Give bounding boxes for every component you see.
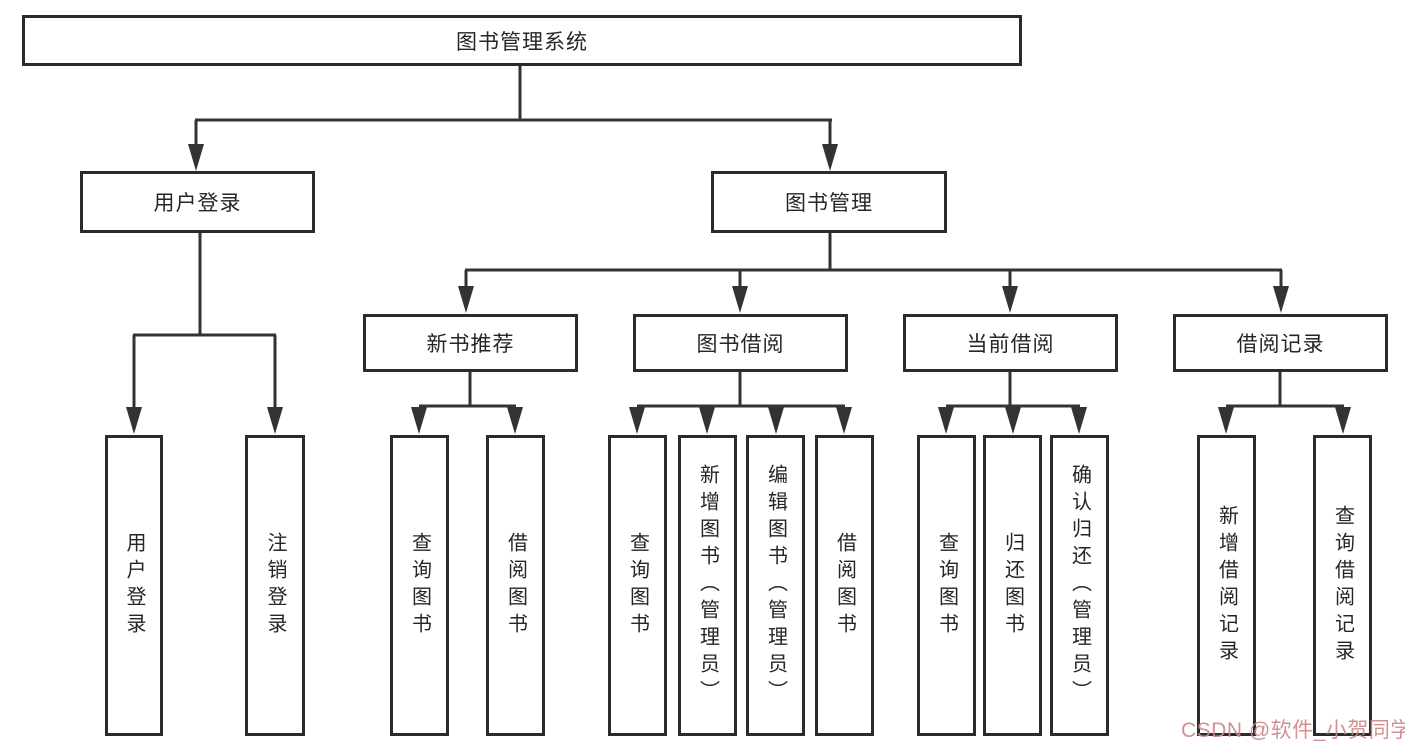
node-label: 图书借阅	[696, 333, 785, 356]
node-label: 借阅图书	[504, 531, 527, 640]
node-book-borrow: 图书借阅	[633, 314, 848, 372]
node-label: 查询图书	[626, 531, 649, 640]
node-label: 查询借阅记录	[1331, 504, 1354, 667]
node-label: 注销登录	[264, 531, 286, 640]
node-label: 新增图书（管理员）	[696, 464, 719, 707]
node-label: 确认归还（管理员）	[1068, 464, 1091, 707]
node-label: 查询图书	[935, 531, 958, 640]
leaf-logout: 注销登录	[245, 435, 305, 736]
node-label: 新增借阅记录	[1215, 504, 1238, 667]
node-label: 借阅图书	[833, 531, 856, 640]
leaf-query-books-3: 查询图书	[917, 435, 976, 736]
leaf-edit-books-admin: 编辑图书（管理员）	[746, 435, 805, 736]
leaf-return-books: 归还图书	[983, 435, 1042, 736]
leaf-confirm-return-admin: 确认归还（管理员）	[1050, 435, 1109, 736]
node-label: 查询图书	[408, 531, 431, 640]
leaf-add-borrow-record: 新增借阅记录	[1197, 435, 1256, 736]
node-new-book-recommend: 新书推荐	[363, 314, 578, 372]
node-label: 用户登录	[153, 192, 242, 215]
node-label: 图书管理	[785, 192, 873, 215]
leaf-query-books-2: 查询图书	[608, 435, 667, 736]
node-label: 新书推荐	[426, 333, 515, 356]
node-user-login: 用户登录	[80, 171, 315, 233]
node-borrow-records: 借阅记录	[1173, 314, 1388, 372]
leaf-query-books-1: 查询图书	[390, 435, 449, 736]
node-label: 用户登录	[123, 531, 145, 640]
leaf-user-login: 用户登录	[105, 435, 163, 736]
leaf-add-books-admin: 新增图书（管理员）	[678, 435, 737, 736]
csdn-watermark: CSDN @软件_小贺同学	[1181, 719, 1405, 742]
node-label: 图书管理系统	[456, 30, 588, 54]
leaf-borrow-books-1: 借阅图书	[486, 435, 545, 736]
leaf-borrow-books-2: 借阅图书	[815, 435, 874, 736]
node-label: 归还图书	[1001, 531, 1024, 640]
node-current-borrow: 当前借阅	[903, 314, 1118, 372]
node-book-management: 图书管理	[711, 171, 947, 233]
node-label: 借阅记录	[1236, 333, 1325, 356]
leaf-query-borrow-record: 查询借阅记录	[1313, 435, 1372, 736]
node-label: 当前借阅	[966, 333, 1055, 356]
node-label: 编辑图书（管理员）	[764, 464, 787, 707]
node-root-system: 图书管理系统	[22, 15, 1022, 66]
